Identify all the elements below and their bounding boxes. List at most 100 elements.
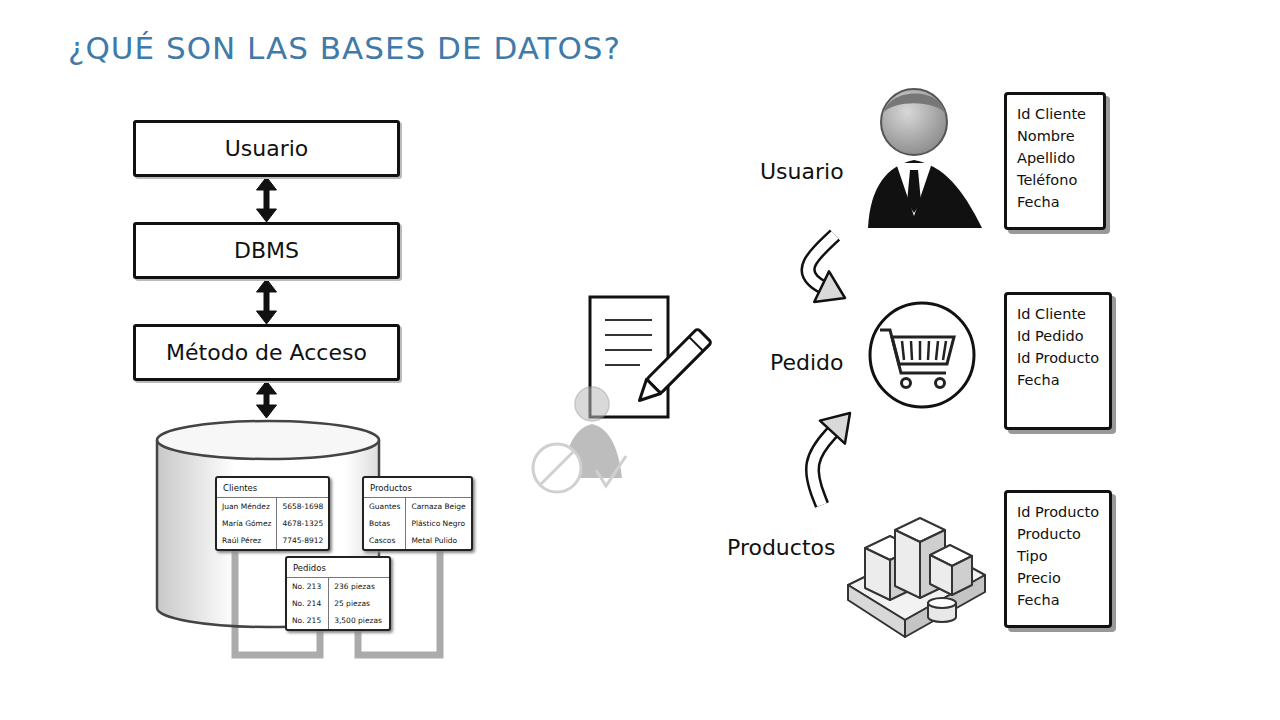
access-arrow [257, 279, 277, 324]
page-title: ¿QUÉ SON LAS BASES DE DATOS? [68, 30, 621, 66]
arrow-head [820, 413, 850, 444]
flow-arrow-body [812, 428, 835, 505]
user-icon-part [896, 163, 932, 216]
field-name: Id Producto [1017, 501, 1099, 523]
table-cell: 3,500 piezas [329, 612, 389, 629]
arrow-head [257, 381, 277, 394]
document-pen-icon-part-part [647, 328, 712, 393]
denied-user-icon [533, 387, 626, 492]
database-cylinder: ClientesJuan Méndez5658-1698María Gómez4… [155, 418, 381, 630]
table-cell: 4678-1325 [277, 515, 328, 532]
products-icon-part [895, 530, 920, 598]
data-table: PedidosNo. 213236 piezasNo. 21425 piezas… [285, 556, 391, 631]
field-name: Precio [1017, 567, 1099, 589]
table-cell: 236 piezas [329, 578, 389, 595]
denied-user-icon-part [575, 387, 609, 421]
entity-label: Productos [727, 535, 985, 560]
user-icon-part [881, 89, 947, 155]
flow-arrow [808, 235, 845, 302]
box-label: Método de Acceso [166, 340, 367, 365]
table-cell: Carnaza Beige [406, 498, 470, 515]
process-box: Usuario [133, 120, 400, 177]
products-icon-part [930, 555, 952, 595]
entity-icon: Usuario [755, 85, 983, 235]
user-icon [868, 89, 982, 228]
flow-arrow-outline [812, 428, 835, 505]
arrow-head [257, 405, 277, 418]
field-name: Producto [1017, 523, 1099, 545]
document-pen-icon-part-part [632, 379, 660, 407]
entity-label: Usuario [760, 159, 988, 184]
table-cell: Juan Méndez [217, 498, 277, 515]
field-name: Apellido [1017, 147, 1093, 169]
field-list-box: Id ClienteId PedidoId ProductoFecha [1004, 292, 1112, 430]
cart-icon-part [936, 379, 945, 388]
access-arrow-shaft [264, 289, 270, 313]
table-heading: Pedidos [287, 558, 389, 578]
document-pen-icon-part [605, 320, 652, 365]
table-cell: 25 piezas [329, 595, 389, 612]
box-label: Usuario [225, 136, 309, 161]
table-cell: Cascos [364, 532, 406, 549]
entity-icon: Pedido [765, 298, 980, 413]
field-name: Fecha [1017, 191, 1093, 213]
table-cell: 7745-8912 [277, 532, 328, 549]
products-icon [848, 518, 985, 637]
table-cell: No. 213 [287, 578, 329, 595]
field-list-box: Id ProductoProductoTipoPrecioFecha [1004, 490, 1112, 628]
table-cell: Botas [364, 515, 406, 532]
table-cell: Plástico Negro [406, 515, 470, 532]
cart-icon-part [870, 303, 974, 407]
cart-icon [870, 303, 974, 407]
process-box: Método de Acceso [133, 324, 400, 381]
field-name: Fecha [1017, 369, 1099, 391]
user-icon-part [884, 94, 946, 115]
data-table: ProductosGuantesCarnaza BeigeBotasPlásti… [362, 476, 473, 551]
field-name: Id Cliente [1017, 303, 1099, 325]
table-heading: Productos [364, 478, 471, 498]
field-name: Id Cliente [1017, 103, 1093, 125]
data-table: ClientesJuan Méndez5658-1698María Gómez4… [215, 476, 330, 551]
products-icon-part [952, 556, 972, 595]
arrow-head [814, 271, 845, 302]
database-cylinder-fill-part [157, 421, 379, 459]
field-name: Fecha [1017, 589, 1099, 611]
field-name: Id Producto [1017, 347, 1099, 369]
arrow-head [257, 177, 277, 190]
user-icon-part [907, 170, 921, 213]
arrow-head [257, 209, 277, 222]
access-arrow [257, 177, 277, 222]
flow-arrow [812, 413, 850, 505]
cart-icon-part [892, 337, 954, 364]
field-name: Tipo [1017, 545, 1099, 567]
cart-icon-part [902, 379, 911, 388]
access-arrow-shaft [264, 187, 270, 211]
table-cell: 5658-1698 [277, 498, 328, 515]
field-name: Id Pedido [1017, 325, 1099, 347]
process-box: DBMS [133, 222, 400, 279]
box-label: DBMS [234, 238, 299, 263]
user-icon-part [868, 160, 982, 228]
table-cell: No. 215 [287, 612, 329, 629]
arrow-head [257, 279, 277, 292]
field-name: Nombre [1017, 125, 1093, 147]
table-cell: Raúl Pérez [217, 532, 277, 549]
denied-user-icon-part [533, 444, 581, 492]
arrow-head [257, 311, 277, 324]
table-cell: Metal Pulido [406, 532, 470, 549]
denied-user-icon-part [541, 452, 573, 484]
table-cell: María Gómez [217, 515, 277, 532]
denied-user-icon-part [596, 456, 626, 486]
field-name: Teléfono [1017, 169, 1093, 191]
entity-label: Pedido [770, 350, 985, 375]
entity-icon: Productos [722, 505, 980, 640]
products-icon-part [928, 598, 956, 608]
document-pen-icon-part-part [689, 337, 703, 351]
document-pen-icon-part [632, 328, 711, 407]
table-cell: Guantes [364, 498, 406, 515]
table-heading: Clientes [217, 478, 328, 498]
access-arrow [257, 381, 277, 418]
products-icon-part [865, 548, 890, 600]
cylinder-top [157, 421, 379, 459]
